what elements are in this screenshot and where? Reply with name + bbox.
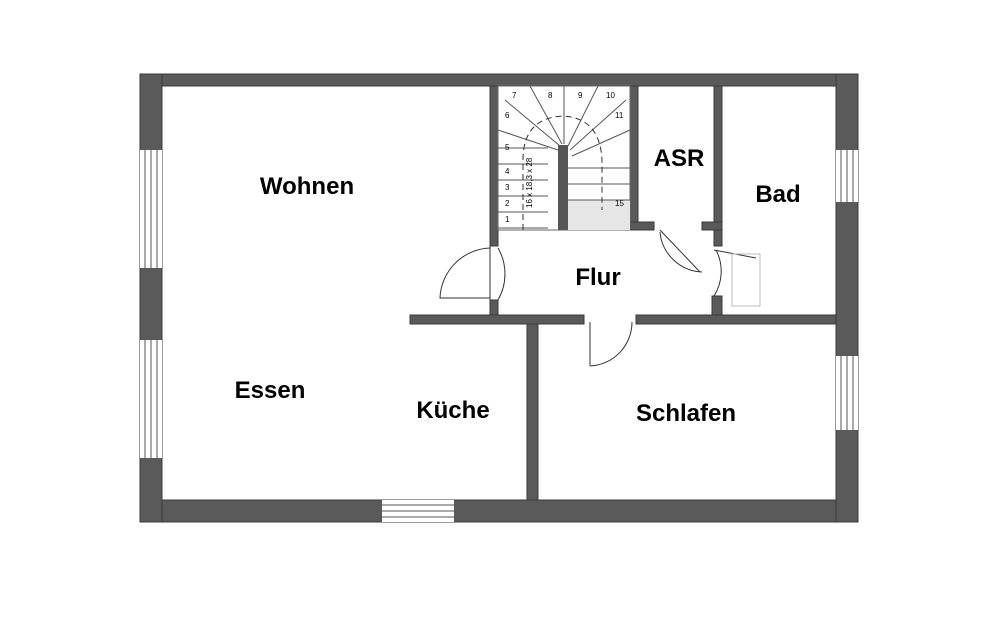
- step-5: 5: [505, 143, 510, 152]
- wall-asr-left: [629, 85, 639, 227]
- wall-stair-left-stub: [489, 299, 499, 317]
- door-asr-leaf: [659, 229, 701, 273]
- doors: [439, 229, 761, 367]
- wall-right: [835, 73, 859, 523]
- step-1: 1: [505, 215, 510, 224]
- step-9: 9: [578, 91, 583, 100]
- door-asr-arc: [659, 231, 703, 273]
- wall-bad-left-stub: [711, 295, 723, 317]
- interior-walls: [409, 85, 837, 501]
- stair-dimension: 16 x 18,3 x 28: [525, 157, 534, 208]
- label-kueche: Küche: [416, 397, 489, 424]
- wall-asr-right: [713, 85, 723, 247]
- door-bad-arc: [713, 249, 722, 297]
- step-6: 6: [505, 111, 510, 120]
- wall-kueche-schlafen: [526, 323, 539, 501]
- staircase: 1 2 3 4 5 6 7 8 9 10 11 15 16 x 18,3 x 2…: [497, 85, 631, 231]
- windows: [140, 150, 858, 522]
- wall-flur-south-right: [635, 314, 837, 325]
- label-bad: Bad: [755, 181, 800, 208]
- wall-bottom: [139, 499, 859, 523]
- label-schlafen: Schlafen: [636, 400, 736, 427]
- step-3: 3: [505, 183, 510, 192]
- label-wohnen: Wohnen: [260, 173, 354, 200]
- step-2: 2: [505, 199, 510, 208]
- step-4: 4: [505, 167, 510, 176]
- label-asr: ASR: [654, 145, 705, 172]
- wall-flur-south-left: [409, 314, 585, 325]
- wall-asr-bottom-right: [701, 221, 723, 231]
- wall-top: [139, 73, 859, 87]
- door-wohnen-arc: [439, 247, 491, 299]
- step-7: 7: [512, 91, 517, 100]
- label-essen: Essen: [235, 377, 306, 404]
- step-15: 15: [615, 199, 624, 208]
- step-11: 11: [615, 111, 624, 120]
- step-8: 8: [548, 91, 553, 100]
- wall-stair-left: [489, 85, 499, 247]
- door-schlafen-arc: [589, 321, 633, 367]
- room-labels: Wohnen Essen Küche Flur ASR Bad Schlafen: [235, 145, 801, 427]
- label-flur: Flur: [575, 264, 620, 291]
- wall-asr-bottom-left: [629, 221, 655, 231]
- step-10: 10: [606, 91, 615, 100]
